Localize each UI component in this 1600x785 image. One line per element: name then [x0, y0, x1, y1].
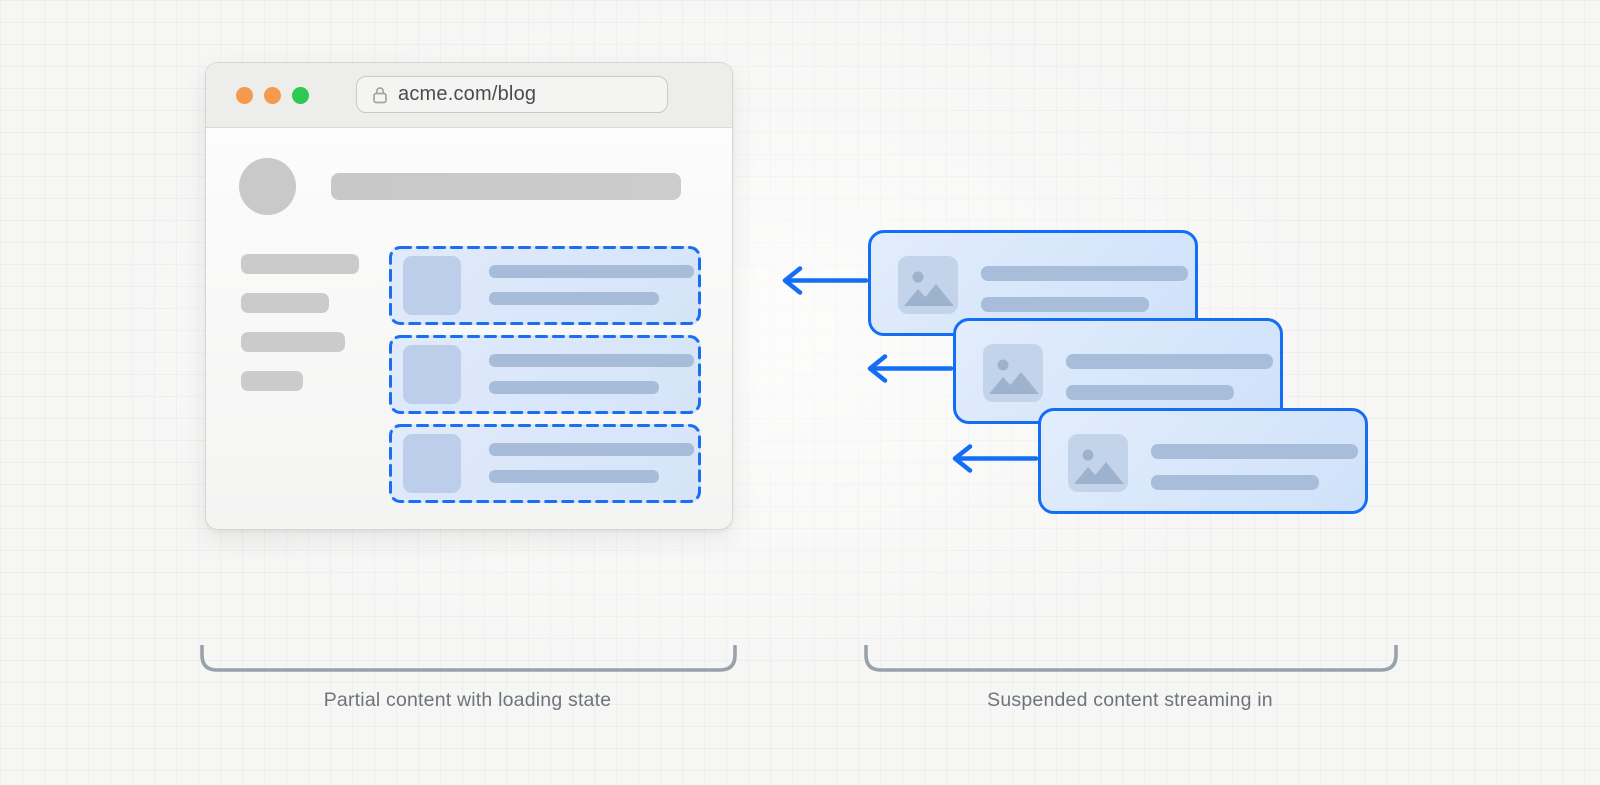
- arrow-left-icon: [858, 352, 954, 391]
- header-bar-skeleton: [331, 173, 681, 200]
- caption-partial-content: Partial content with loading state: [323, 689, 612, 711]
- text-bar-skeleton: [489, 292, 659, 305]
- browser-window: acme.com/blog: [205, 62, 733, 530]
- photo-placeholder: [898, 256, 958, 314]
- url-text: acme.com/blog: [398, 83, 537, 105]
- lock-icon: [371, 85, 389, 105]
- text-bar-skeleton: [981, 266, 1188, 281]
- photo-icon: [1074, 449, 1124, 484]
- sidebar-skeleton-bar: [241, 371, 303, 391]
- caption-suspended-content: Suspended content streaming in: [987, 689, 1273, 711]
- arrow-left-icon: [773, 264, 869, 303]
- text-bar-skeleton: [489, 470, 659, 483]
- avatar-skeleton: [239, 158, 296, 215]
- text-bar-skeleton: [489, 265, 694, 278]
- photo-placeholder: [983, 344, 1043, 402]
- sidebar-skeleton-bar: [241, 293, 329, 313]
- sidebar-skeleton-bar: [241, 332, 345, 352]
- traffic-light-minimize: [264, 87, 281, 104]
- stream-card-stack: [782, 230, 1373, 516]
- loading-card: [389, 424, 701, 503]
- bracket-right: [864, 644, 1398, 678]
- sidebar-skeleton-bar: [241, 254, 359, 274]
- text-bar-skeleton: [489, 381, 659, 394]
- text-bar-skeleton: [489, 354, 694, 367]
- loading-card-list: [389, 246, 701, 503]
- loading-card: [389, 335, 701, 414]
- text-bar-skeleton: [1066, 385, 1234, 400]
- photo-icon: [904, 271, 954, 306]
- dashed-border: [389, 246, 701, 325]
- text-bar-skeleton: [1066, 354, 1273, 369]
- dashed-border: [389, 424, 701, 503]
- browser-titlebar: acme.com/blog: [206, 63, 732, 128]
- stream-card: [782, 230, 1198, 336]
- dashed-border: [389, 335, 701, 414]
- url-bar: acme.com/blog: [356, 76, 668, 113]
- bracket-left: [200, 644, 737, 678]
- image-placeholder: [403, 345, 461, 404]
- image-placeholder: [403, 256, 461, 315]
- traffic-lights: [236, 87, 309, 104]
- photo-icon: [989, 359, 1039, 394]
- text-bar-skeleton: [489, 443, 694, 456]
- sidebar-skeleton: [241, 254, 359, 391]
- traffic-light-close: [236, 87, 253, 104]
- text-bar-skeleton: [1151, 444, 1358, 459]
- text-bar-skeleton: [981, 297, 1149, 312]
- arrow-left-icon: [943, 442, 1039, 481]
- stream-card: [952, 408, 1368, 514]
- loading-card: [389, 246, 701, 325]
- text-bar-skeleton: [1151, 475, 1319, 490]
- traffic-light-zoom: [292, 87, 309, 104]
- image-placeholder: [403, 434, 461, 493]
- photo-placeholder: [1068, 434, 1128, 492]
- browser-content: [206, 128, 732, 529]
